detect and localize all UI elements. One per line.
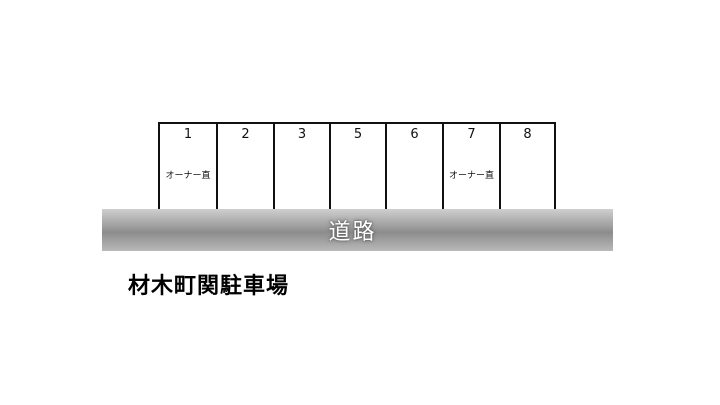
page-title: 材木町関駐車場 — [128, 274, 290, 299]
parking-space-2: 2 — [216, 122, 273, 210]
space-number: 3 — [297, 127, 307, 142]
space-number: 6 — [410, 127, 419, 142]
road: 道路 — [102, 209, 613, 251]
road-label: 道路 — [328, 220, 377, 245]
space-number: 7 — [467, 127, 476, 142]
space-number: 1 — [183, 127, 193, 142]
space-number: 5 — [353, 127, 363, 142]
space-note: オーナー直 — [448, 171, 494, 181]
space-note: オーナー直 — [165, 171, 211, 181]
parking-space-8: 8 — [499, 122, 556, 210]
parking-space-5: 5 — [329, 122, 385, 210]
parking-space-7: 7 オーナー直 — [442, 122, 499, 210]
parking-space-3: 3 — [273, 122, 329, 210]
parking-lot: 1 オーナー直 2 3 5 6 7 オーナー直 8 — [158, 122, 556, 210]
space-number: 2 — [241, 127, 250, 142]
space-number: 8 — [523, 127, 532, 142]
parking-space-1: 1 オーナー直 — [158, 122, 216, 210]
parking-space-6: 6 — [385, 122, 442, 210]
